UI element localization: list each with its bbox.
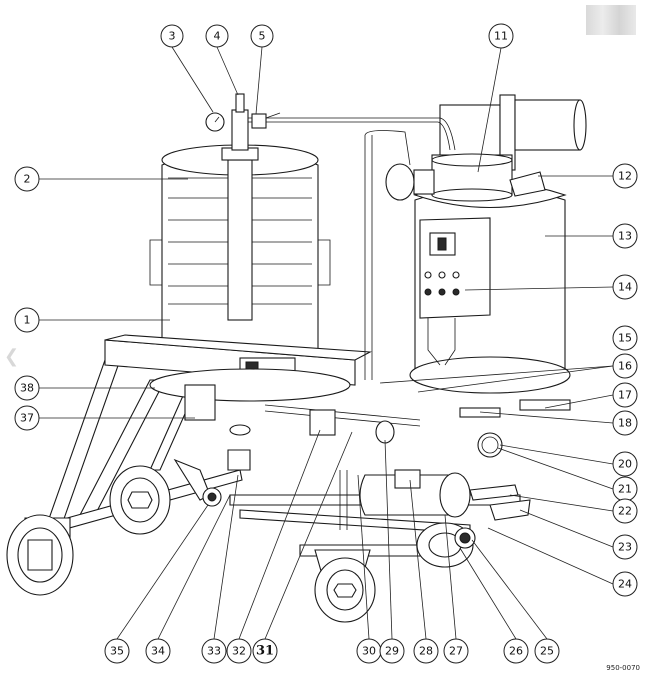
callout-20: 20 (612, 451, 638, 477)
svg-text:31: 31 (256, 644, 274, 659)
svg-text:35: 35 (110, 645, 124, 658)
svg-text:16: 16 (618, 360, 632, 373)
svg-text:4: 4 (214, 30, 221, 43)
callout-31: 31 (252, 638, 278, 664)
callout-22: 22 (612, 498, 638, 524)
svg-text:14: 14 (618, 281, 632, 294)
svg-text:21: 21 (618, 483, 632, 496)
svg-text:12: 12 (618, 170, 632, 183)
callout-2: 2 (14, 166, 40, 192)
callout-33: 33 (201, 638, 227, 664)
support-beam (104, 334, 372, 421)
callout-15: 15 (612, 325, 638, 351)
callout-27: 27 (443, 638, 469, 664)
callout-21: 21 (612, 476, 638, 502)
callout-23: 23 (612, 534, 638, 560)
right-tank (409, 94, 587, 394)
wheel-left-front (6, 514, 74, 596)
svg-text:22: 22 (618, 505, 632, 518)
callout-13: 13 (612, 223, 638, 249)
callout-16: 16 (612, 353, 638, 379)
left-tank (149, 109, 331, 366)
callout-12: 12 (612, 163, 638, 189)
svg-text:17: 17 (618, 389, 632, 402)
callout-14: 14 (612, 274, 638, 300)
svg-text:23: 23 (618, 541, 632, 554)
callout-17: 17 (612, 382, 638, 408)
callout-29: 29 (379, 638, 405, 664)
svg-text:25: 25 (540, 645, 554, 658)
callout-3: 3 (160, 24, 184, 48)
callout-34: 34 (145, 638, 171, 664)
svg-text:11: 11 (494, 30, 508, 43)
wheel-front-center (314, 557, 376, 623)
svg-text:33: 33 (207, 645, 221, 658)
svg-text:38: 38 (20, 382, 34, 395)
svg-text:30: 30 (362, 645, 376, 658)
previous-page-arrow-icon[interactable]: ❮ (4, 346, 20, 367)
callout-5: 5 (250, 24, 274, 48)
callout-30: 30 (356, 638, 382, 664)
svg-text:18: 18 (618, 417, 632, 430)
callout-1: 1 (14, 307, 40, 333)
svg-text:26: 26 (509, 645, 523, 658)
svg-text:1: 1 (24, 314, 31, 327)
figure-code: 950-0070 (606, 664, 640, 672)
svg-text:24: 24 (618, 578, 632, 591)
leader-lines (39, 46, 614, 640)
callout-32: 32 (226, 638, 252, 664)
callout-38: 38 (14, 375, 40, 401)
blurred-watermark (586, 5, 636, 35)
piping (173, 93, 571, 549)
svg-text:3: 3 (169, 30, 176, 43)
callout-26: 26 (503, 638, 529, 664)
callout-28: 28 (413, 638, 439, 664)
svg-text:13: 13 (618, 230, 632, 243)
wheel-left-rear (109, 465, 171, 535)
callout-11: 11 (488, 23, 514, 49)
svg-text:28: 28 (419, 645, 433, 658)
svg-text:2: 2 (24, 173, 31, 186)
callout-18: 18 (612, 410, 638, 436)
svg-text:5: 5 (259, 30, 266, 43)
callout-37: 37 (14, 405, 40, 431)
svg-text:20: 20 (618, 458, 632, 471)
svg-text:15: 15 (618, 332, 632, 345)
svg-text:37: 37 (20, 412, 34, 425)
svg-text:27: 27 (449, 645, 463, 658)
svg-text:34: 34 (151, 645, 165, 658)
callout-4: 4 (205, 24, 229, 48)
callout-35: 35 (104, 638, 130, 664)
svg-text:32: 32 (232, 645, 246, 658)
svg-text:29: 29 (385, 645, 399, 658)
callout-24: 24 (612, 571, 638, 597)
callout-25: 25 (534, 638, 560, 664)
